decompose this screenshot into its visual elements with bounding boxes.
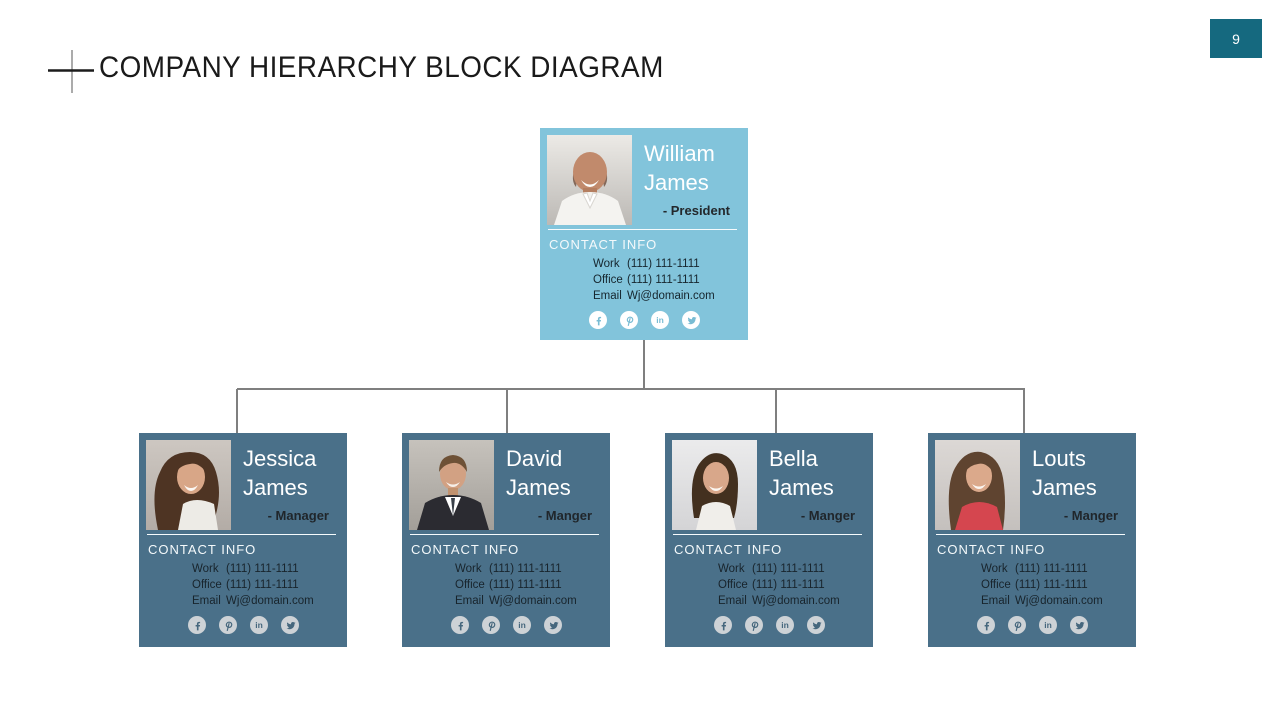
person-role: - Manger [537, 508, 592, 523]
contact-rows: Work(111) 111-1111 Office(111) 111-1111 … [192, 561, 314, 609]
contact-rows: Work(111) 111-1111 Office(111) 111-1111 … [718, 561, 840, 609]
facebook-icon[interactable] [188, 616, 206, 634]
social-links: in [977, 616, 1088, 634]
facebook-icon[interactable] [451, 616, 469, 634]
facebook-icon[interactable] [977, 616, 995, 634]
pinterest-icon[interactable] [482, 616, 500, 634]
twitter-icon[interactable] [281, 616, 299, 634]
linkedin-icon[interactable]: in [250, 616, 268, 634]
contact-info-heading: CONTACT INFO [411, 542, 520, 557]
profile-photo-jessica [146, 440, 231, 530]
title-plus-icon [48, 50, 94, 93]
person-name: William James [644, 141, 715, 195]
org-card-david-james: David James - Manger CONTACT INFO Work(1… [402, 433, 610, 647]
social-links: in [589, 311, 700, 329]
twitter-icon[interactable] [544, 616, 562, 634]
contact-row-work: Work(111) 111-1111 [593, 258, 700, 270]
page-number: 9 [1232, 30, 1240, 47]
page-number-badge: 9 [1210, 19, 1262, 58]
org-card-william-james: William James - President CONTACT INFO W… [540, 128, 748, 340]
contact-row-work: Work(111) 111-1111 [455, 563, 562, 575]
person-role: - President [662, 203, 730, 218]
contact-rows: Work(111) 111-1111 Office(111) 111-1111 … [455, 561, 577, 609]
contact-row-work: Work(111) 111-1111 [192, 563, 299, 575]
person-role: - Manager [267, 508, 329, 523]
facebook-icon[interactable] [714, 616, 732, 634]
contact-row-office: Office(111) 111-1111 [718, 579, 825, 591]
pinterest-icon[interactable] [620, 311, 638, 329]
contact-row-office: Office(111) 111-1111 [455, 579, 562, 591]
person-name: Bella James [769, 446, 834, 500]
org-card-bella-james: Bella James - Manger CONTACT INFO Work(1… [665, 433, 873, 647]
pinterest-icon[interactable] [1008, 616, 1026, 634]
card-divider [410, 534, 599, 535]
twitter-icon[interactable] [682, 311, 700, 329]
contact-info-heading: CONTACT INFO [937, 542, 1046, 557]
card-divider [548, 229, 737, 230]
social-links: in [188, 616, 299, 634]
profile-photo-william [547, 135, 632, 225]
twitter-icon[interactable] [1070, 616, 1088, 634]
linkedin-icon[interactable]: in [651, 311, 669, 329]
contact-info-heading: CONTACT INFO [674, 542, 783, 557]
person-role: - Manger [1063, 508, 1118, 523]
social-links: in [714, 616, 825, 634]
pinterest-icon[interactable] [745, 616, 763, 634]
twitter-icon[interactable] [807, 616, 825, 634]
org-card-louts-james: Louts James - Manger CONTACT INFO Work(1… [928, 433, 1136, 647]
contact-row-work: Work(111) 111-1111 [981, 563, 1088, 575]
linkedin-icon[interactable]: in [1039, 616, 1057, 634]
social-links: in [451, 616, 562, 634]
contact-rows: Work(111) 111-1111 Office(111) 111-1111 … [593, 256, 715, 304]
card-divider [147, 534, 336, 535]
linkedin-icon[interactable]: in [513, 616, 531, 634]
contact-info-heading: CONTACT INFO [148, 542, 257, 557]
contact-rows: Work(111) 111-1111 Office(111) 111-1111 … [981, 561, 1103, 609]
contact-row-work: Work(111) 111-1111 [718, 563, 825, 575]
person-name: Jessica James [243, 446, 317, 500]
facebook-icon[interactable] [589, 311, 607, 329]
card-divider [936, 534, 1125, 535]
pinterest-icon[interactable] [219, 616, 237, 634]
person-role: - Manger [800, 508, 855, 523]
contact-row-office: Office(111) 111-1111 [593, 274, 700, 286]
page-title: COMPANY HIERARCHY BLOCK DIAGRAM [99, 51, 664, 84]
org-card-jessica-james: Jessica James - Manager CONTACT INFO Wor… [139, 433, 347, 647]
contact-info-heading: CONTACT INFO [549, 237, 658, 252]
profile-photo-louts [935, 440, 1020, 530]
contact-row-office: Office(111) 111-1111 [192, 579, 299, 591]
person-name: Louts James [1032, 446, 1097, 500]
linkedin-icon[interactable]: in [776, 616, 794, 634]
profile-photo-bella [672, 440, 757, 530]
contact-row-office: Office(111) 111-1111 [981, 579, 1088, 591]
person-name: David James [506, 446, 571, 500]
card-divider [673, 534, 862, 535]
profile-photo-david [409, 440, 494, 530]
